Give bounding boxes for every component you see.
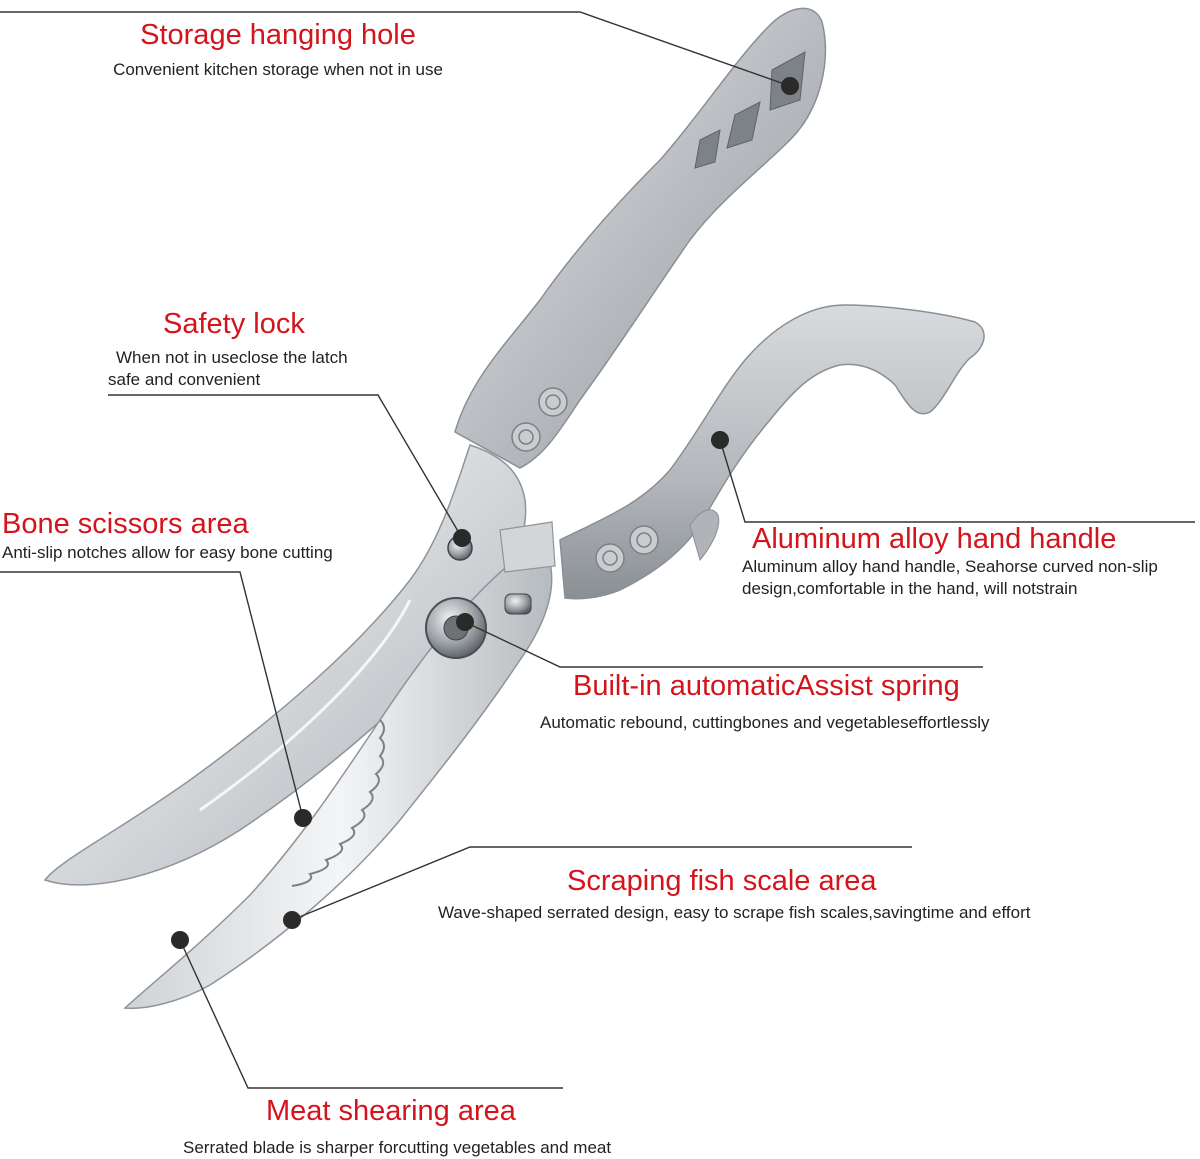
lower-blade [123,538,553,1010]
safety-desc-line-1: When not in useclose the latch [116,348,348,367]
spring-desc: Automatic rebound, cuttingbones and vege… [540,713,990,732]
bone-desc: Anti-slip notches allow for easy bone cu… [2,543,333,562]
storage-title: Storage hanging hole [140,19,416,51]
lower-handle [559,304,985,600]
callout-assist-spring: Built-in automaticAssist spring Automati… [540,669,990,734]
callout-aluminum-handle: Aluminum alloy hand handle Aluminum allo… [742,522,1158,600]
callout-meat-shearing-area: Meat shearing area Serrated blade is sha… [183,1094,611,1159]
handle-title: Aluminum alloy hand handle [752,523,1117,555]
meat-desc: Serrated blade is sharper forcutting veg… [183,1138,612,1157]
leader-storage [0,11,791,87]
safety-desc-line-2: safe and convenient [108,370,261,389]
pivot-assembly [425,521,556,659]
leader-lines [0,11,1195,1089]
storage-desc: Convenient kitchen storage when not in u… [113,60,443,79]
callout-storage-hanging-hole: Storage hanging hole Convenient kitchen … [96,18,460,81]
handle-desc-line-2: design,comfortable in the hand, will not… [742,579,1078,598]
bone-title: Bone scissors area [2,508,249,540]
callout-fish-scale-area: Scraping fish scale area Wave-shaped ser… [438,864,1030,924]
leader-fish [291,846,912,921]
leader-bone [0,571,304,819]
meat-title: Meat shearing area [266,1095,516,1127]
fish-desc: Wave-shaped serrated design, easy to scr… [438,903,1031,922]
leader-safety [108,394,463,539]
fish-title: Scraping fish scale area [567,865,877,897]
leader-handle [719,439,1195,523]
leader-spring [464,621,983,668]
spring-title: Built-in automaticAssist spring [573,670,960,702]
leader-dots [171,77,799,949]
handle-desc-line-1: Aluminum alloy hand handle, Seahorse cur… [742,557,1158,576]
leader-meat [179,939,563,1089]
safety-title: Safety lock [163,308,305,340]
callout-bone-scissors-area: Bone scissors area Anti-slip notches all… [2,507,333,564]
callout-safety-lock: Safety lock When not in useclose the lat… [108,307,348,391]
